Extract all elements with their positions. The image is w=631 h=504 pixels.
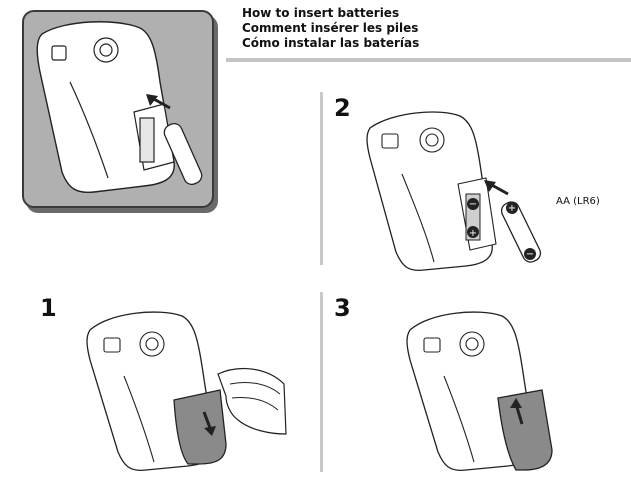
- step-1-slide-arrow-head: [204, 426, 216, 436]
- svg-text:+: +: [469, 228, 477, 239]
- step-1-hand: [217, 367, 287, 435]
- svg-text:−: −: [469, 199, 477, 210]
- svg-text:−: −: [526, 249, 534, 260]
- overview-inset: [22, 10, 214, 208]
- step-3-battery-cover: [497, 389, 553, 471]
- step-1-illustration: [86, 311, 287, 472]
- overview-arrow-head: [146, 94, 158, 106]
- title-spanish: Cómo instalar las baterías: [242, 36, 420, 50]
- title-french: Comment insérer les piles: [242, 21, 419, 35]
- step-number-3: 3: [334, 294, 351, 322]
- overview-battery: [163, 123, 203, 185]
- step-3-illustration: [406, 311, 553, 472]
- step-2-illustration: − + + −: [366, 111, 542, 272]
- step-2-arrow-head: [484, 180, 496, 192]
- battery-type-label: AA (LR6): [556, 196, 600, 207]
- step-1-slide-arrow: [202, 411, 212, 429]
- header-title-block: How to insert batteries Comment insérer …: [242, 6, 419, 51]
- overview-camera-illustration: [36, 21, 203, 194]
- step-number-1: 1: [40, 294, 57, 322]
- step-2-plus-terminal: [467, 226, 479, 238]
- overview-viewfinder: [51, 45, 67, 61]
- header-rule: [226, 58, 631, 62]
- step-2-battery-compartment: − +: [465, 193, 481, 241]
- step-number-2: 2: [334, 94, 351, 122]
- step-2-viewfinder: [381, 133, 399, 149]
- step-3-viewfinder: [423, 337, 441, 353]
- step-2-minus-terminal: [467, 198, 479, 210]
- divider-bottom: [320, 292, 323, 472]
- step-3-close-arrow-head: [510, 398, 522, 408]
- step-1-battery-cover: [173, 389, 227, 465]
- divider-top: [320, 92, 323, 265]
- title-english: How to insert batteries: [242, 6, 400, 20]
- step-1-viewfinder: [103, 337, 121, 353]
- step-2-camera-body: [366, 111, 493, 272]
- svg-text:+: +: [508, 203, 516, 214]
- step-2-battery: + −: [500, 201, 542, 263]
